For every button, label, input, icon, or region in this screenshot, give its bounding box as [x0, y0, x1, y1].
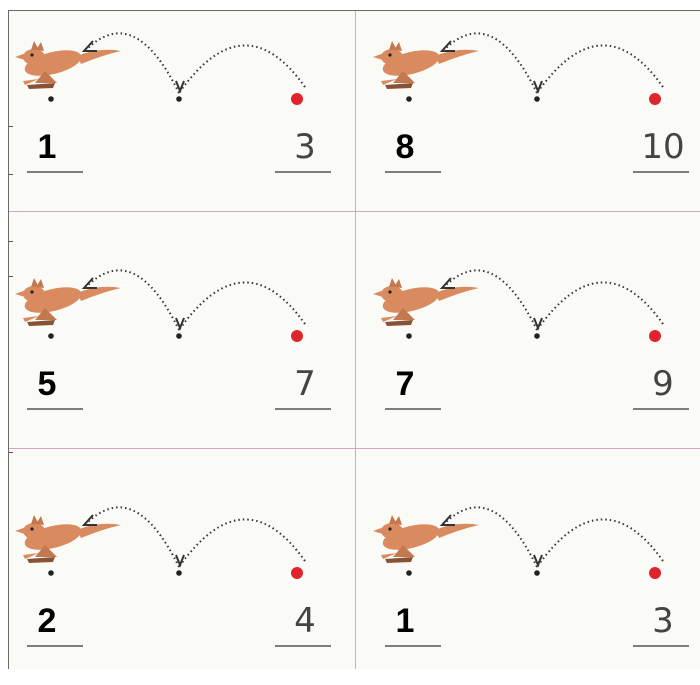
red-dot — [291, 93, 303, 105]
red-dot — [291, 567, 303, 579]
margin-tick — [9, 241, 13, 242]
number-line-hops — [9, 11, 355, 211]
kangaroo-icon — [15, 41, 121, 89]
number-line-hops — [367, 485, 700, 685]
start-number: 8 — [385, 127, 425, 167]
end-number: 10 — [635, 127, 691, 167]
start-number: 5 — [27, 364, 67, 404]
start-number: 1 — [27, 127, 67, 167]
kangaroo-icon — [373, 278, 479, 326]
end-number: 3 — [277, 127, 333, 167]
dot — [534, 570, 540, 576]
start-number: 2 — [27, 601, 67, 641]
dot — [406, 96, 412, 102]
dot — [48, 96, 54, 102]
red-dot — [649, 330, 661, 342]
exercise-cell: 1 3 — [9, 11, 355, 211]
kangaroo-icon — [373, 515, 479, 563]
red-dot — [649, 567, 661, 579]
red-dot — [291, 330, 303, 342]
exercise-cell: 2 4 — [9, 485, 355, 685]
number-line-hops — [367, 11, 700, 211]
exercise-cell: 5 7 — [9, 248, 355, 448]
dot — [48, 333, 54, 339]
end-number: 3 — [635, 601, 691, 641]
start-number: 1 — [385, 601, 425, 641]
red-dot — [649, 93, 661, 105]
end-number: 7 — [277, 364, 333, 404]
exercise-cell: 8 10 — [367, 11, 700, 211]
dot — [176, 333, 182, 339]
kangaroo-icon — [15, 278, 121, 326]
end-number: 9 — [635, 364, 691, 404]
column-divider — [355, 11, 356, 669]
kangaroo-icon — [15, 515, 121, 563]
exercise-cell: 1 3 — [367, 485, 700, 685]
number-line-hops — [9, 248, 355, 448]
kangaroo-icon — [373, 41, 479, 89]
exercise-cell: 7 9 — [367, 248, 700, 448]
end-number: 4 — [277, 601, 333, 641]
start-number: 7 — [385, 364, 425, 404]
dot — [406, 570, 412, 576]
dot — [48, 570, 54, 576]
number-line-hops — [367, 248, 700, 448]
margin-tick — [9, 452, 13, 453]
dot — [176, 96, 182, 102]
number-line-hops — [9, 485, 355, 685]
dot — [406, 333, 412, 339]
dot — [534, 333, 540, 339]
dot — [534, 96, 540, 102]
worksheet: 1 3 8 — [8, 10, 700, 669]
dot — [176, 570, 182, 576]
